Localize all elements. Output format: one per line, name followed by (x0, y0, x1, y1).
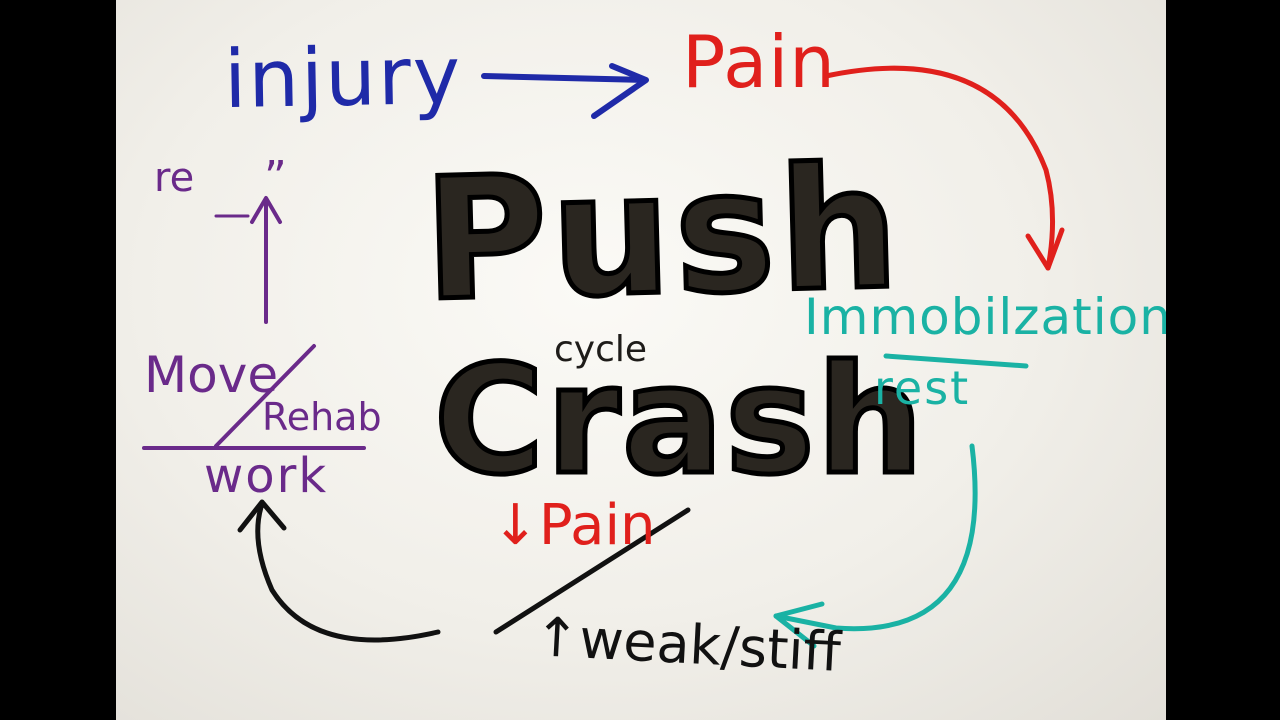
slash-move-rehab (214, 344, 316, 448)
title-crash: Crash (431, 334, 926, 508)
arrows-layer (142, 63, 1065, 649)
arrowhead-move-to-re (250, 196, 282, 224)
arrow-tweak-to-work (255, 501, 441, 643)
label-immobilization: Immobilzation (804, 288, 1166, 346)
label-pain: Pain (682, 20, 836, 104)
divider-pain-tweak (493, 507, 691, 635)
label-rest: rest (874, 361, 971, 415)
arrowhead-rest-to-tweak (773, 601, 825, 649)
label-pain-decrease: ↓Pain (492, 493, 656, 558)
label-injury: injury (223, 28, 463, 127)
label-re: re (154, 155, 195, 201)
label-ditto-mark: ” (264, 152, 287, 203)
divider-immobilization-rest (883, 353, 1029, 369)
arrowhead-pain-to-immobilization (1025, 227, 1065, 271)
arrow-injury-to-pain (481, 73, 647, 83)
arrowhead-injury-to-pain (591, 63, 649, 119)
whiteboard: injury Pain re ” Push cycle Crash Immobi… (116, 0, 1166, 720)
label-rehab: Rehab (262, 395, 382, 439)
label-work: work (204, 448, 329, 504)
arrow-pain-to-immobilization (823, 65, 1055, 271)
arrowhead-tweak-to-work (237, 499, 287, 533)
label-cycle: cycle (554, 329, 648, 370)
arrow-rest-to-tweak (773, 443, 978, 632)
label-weak-stiff: ↑weak/stiff (532, 605, 843, 684)
label-move: Move (144, 346, 279, 404)
